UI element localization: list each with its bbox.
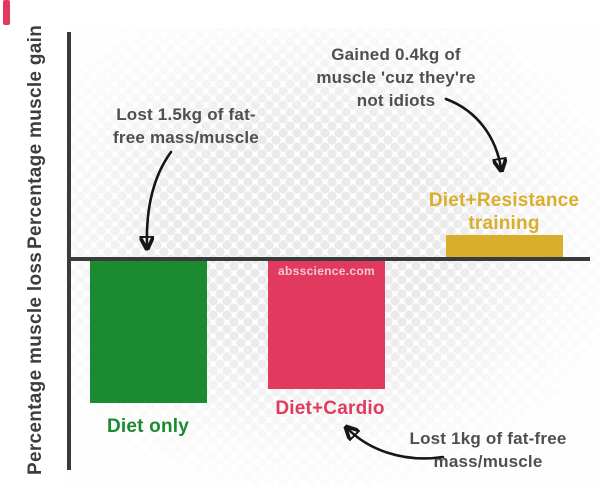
annotation-diet-only: Lost 1.5kg of fat- free mass/muscle: [113, 105, 259, 147]
category-label-diet-resistance-training: Diet+Resistance training: [428, 190, 580, 234]
bar-diet-cardio: [268, 261, 385, 389]
category-label-diet-only: Diet only: [106, 416, 190, 437]
cropped-red-mark: [3, 0, 10, 25]
y-axis-label-muscle-gain: Percentage muscle gain: [25, 24, 46, 249]
annotation-diet-cardio: Lost 1kg of fat-free mass/muscle: [409, 429, 567, 471]
bar-diet-resistance-training: [446, 235, 563, 257]
annotation-diet-resistance: Gained 0.4kg of muscle 'cuz they're not …: [316, 45, 476, 110]
site-watermark: absscience.com: [278, 264, 375, 278]
x-axis-line: [67, 257, 590, 261]
y-axis-label-muscle-loss: Percentage muscle loss: [25, 251, 46, 475]
y-axis-line: [67, 32, 71, 470]
bar-diet-only: [90, 261, 207, 403]
category-label-diet-cardio: Diet+Cardio: [275, 398, 385, 419]
